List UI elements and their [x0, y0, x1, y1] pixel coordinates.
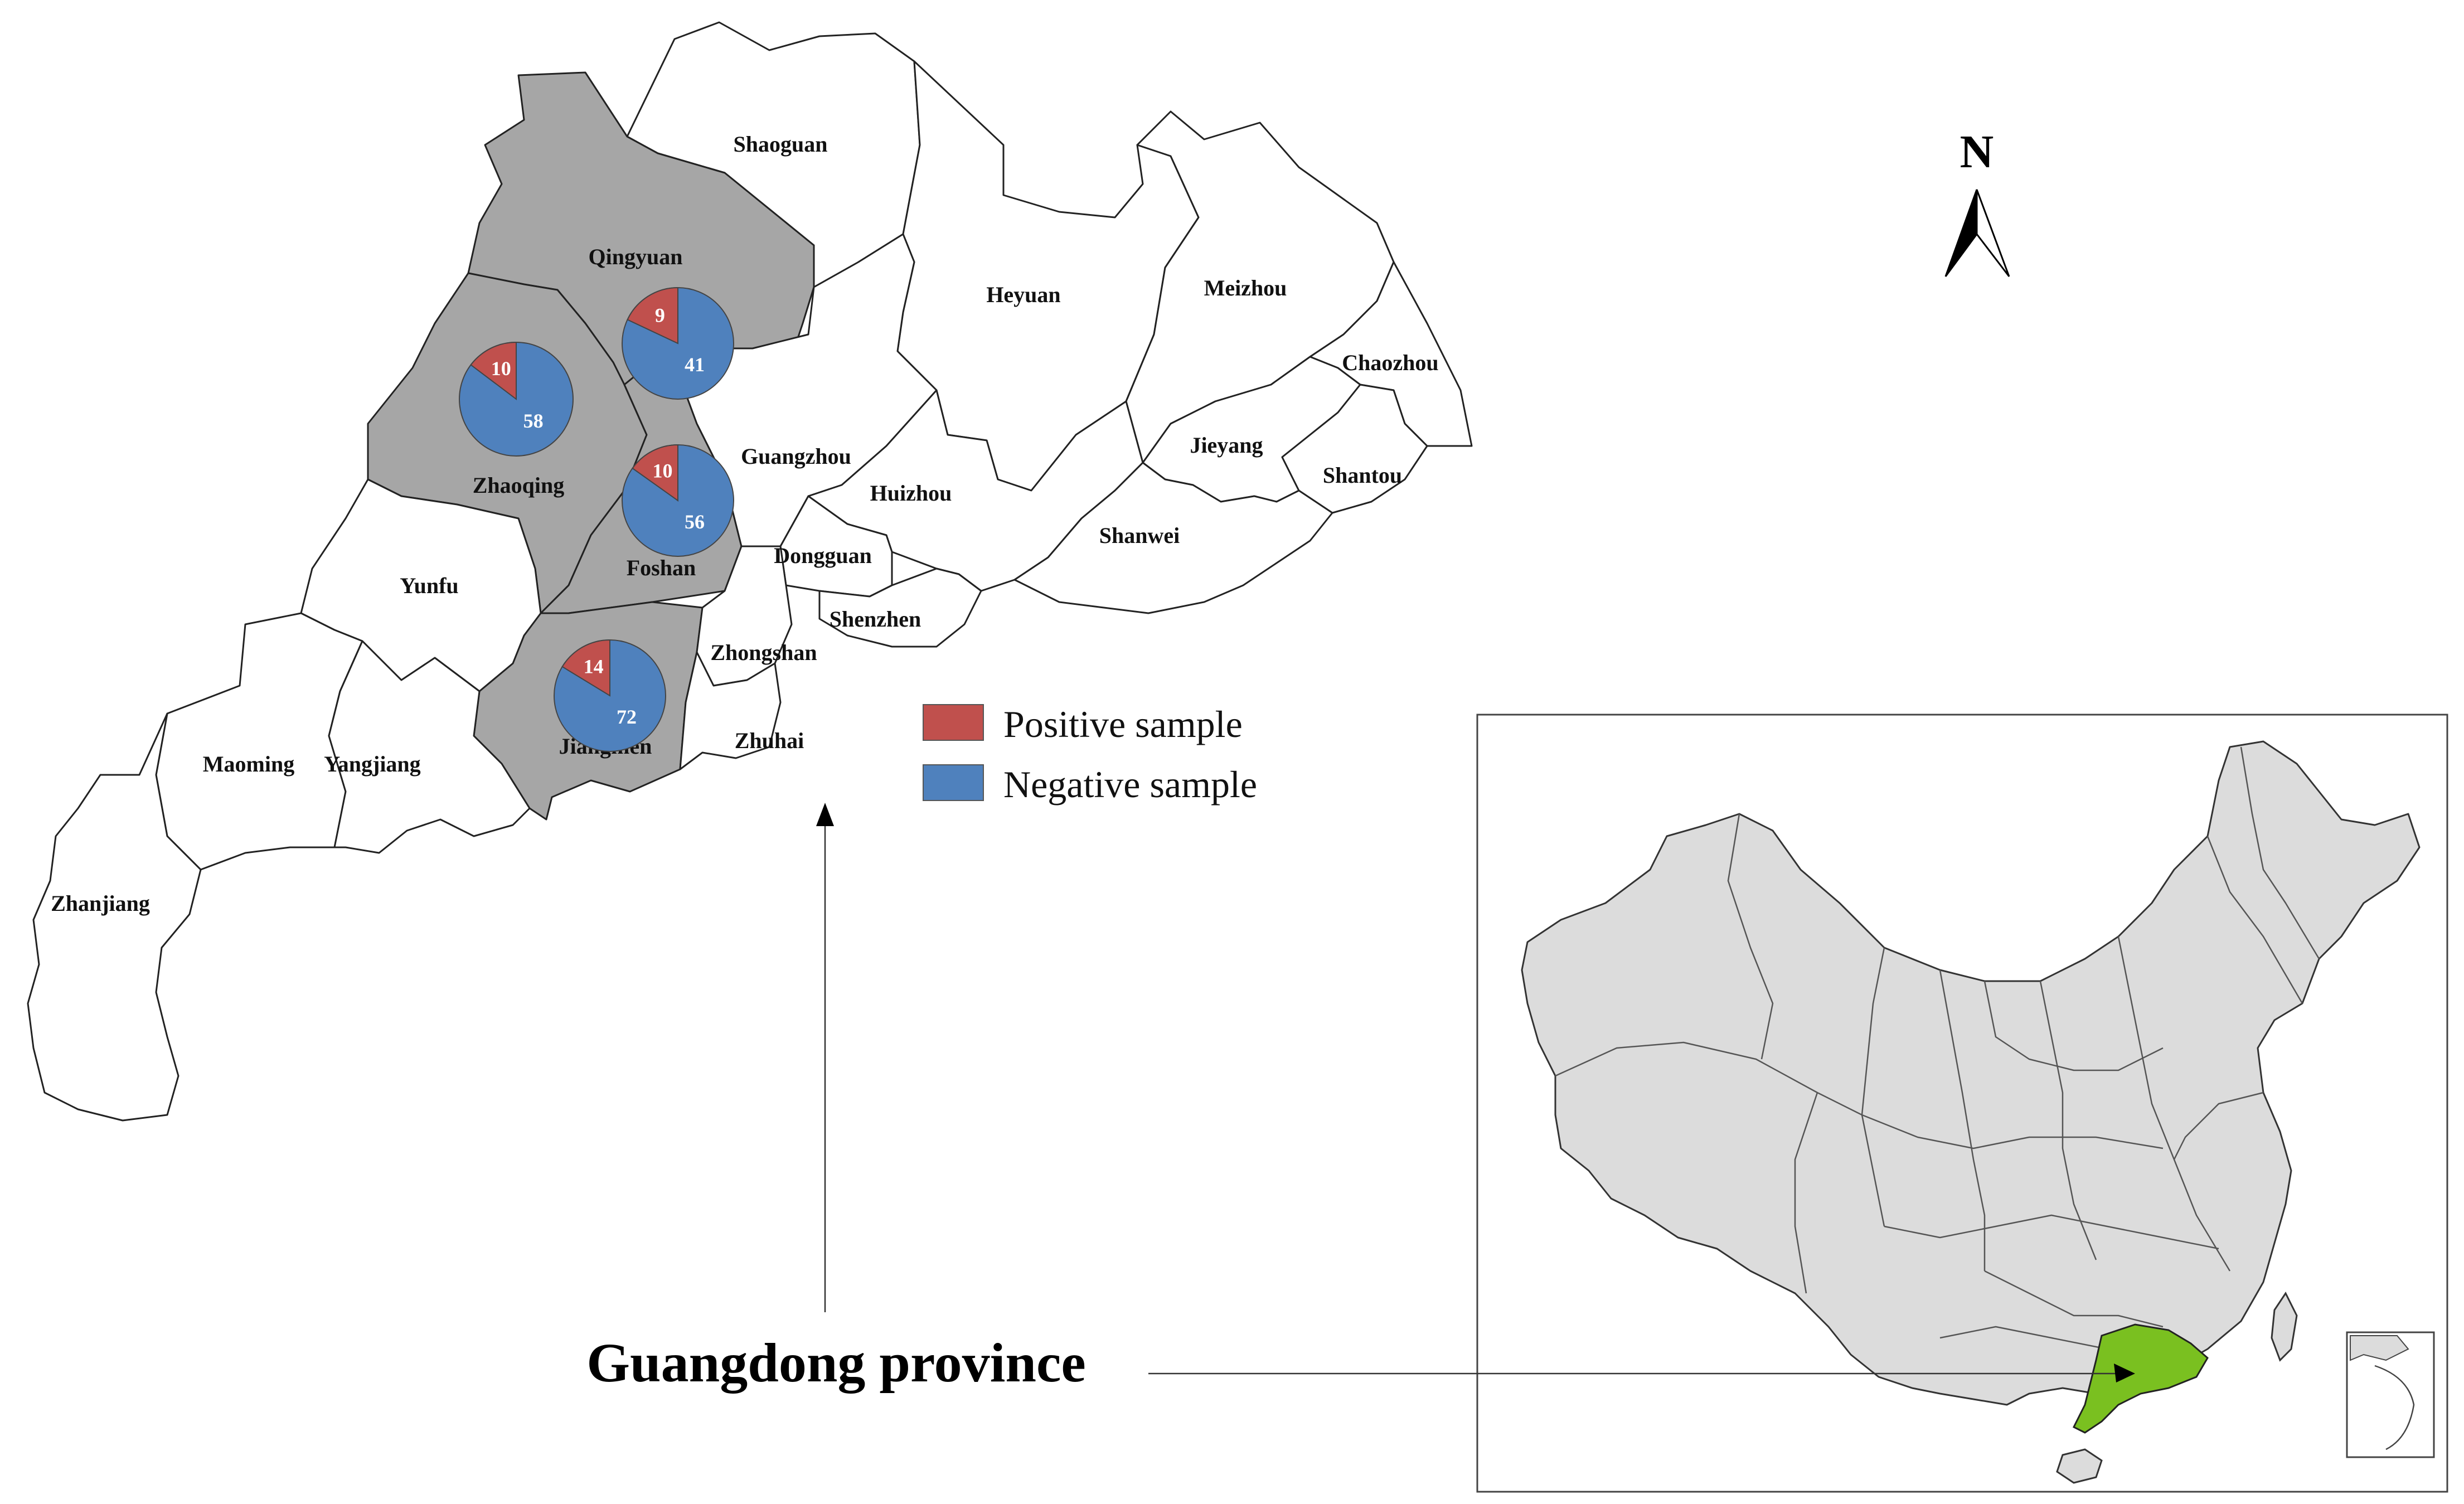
pie-label-positive: 14	[584, 656, 604, 678]
pie-label-negative: 56	[685, 511, 705, 533]
city-label-shaoguan: Shaoguan	[734, 132, 828, 157]
pie-label-negative: 72	[617, 706, 637, 728]
legend-swatch-positive	[923, 704, 984, 741]
sample-pie-charts: 9 41 10 58 10 56 14 72	[459, 287, 734, 752]
pie-slice-positive	[561, 639, 610, 697]
region-shenzhen	[818, 567, 982, 648]
pie-label-negative: 41	[685, 353, 705, 376]
city-label-heyuan: Heyuan	[986, 282, 1060, 307]
pie-slice-positive	[632, 444, 678, 502]
city-label-zhaoqing: Zhaoqing	[473, 473, 565, 498]
pie-label-positive: 10	[653, 460, 673, 482]
city-label-yangjiang: Yangjiang	[324, 751, 420, 777]
pie-zhaoqing: 10 58	[459, 341, 574, 457]
city-label-dongguan: Dongguan	[774, 543, 872, 568]
city-label-shantou: Shantou	[1323, 463, 1402, 488]
city-label-maoming: Maoming	[203, 751, 294, 777]
city-label-zhongshan: Zhongshan	[710, 640, 817, 665]
city-label-shanwei: Shanwei	[1099, 523, 1180, 548]
south-china-sea-inset	[2346, 1331, 2435, 1458]
map-title: Guangdong province	[586, 1332, 1086, 1394]
city-label-chaozhou: Chaozhou	[1342, 350, 1438, 375]
region-zhuhai	[679, 651, 782, 770]
city-label-qingyuan: Qingyuan	[589, 244, 683, 269]
china-inset-map	[1476, 714, 2448, 1493]
guangdong-city-regions	[27, 21, 1473, 1122]
region-shanwei	[1013, 462, 1333, 614]
pie-slice-positive	[470, 341, 517, 401]
pie-qingyuan: 9 41	[622, 287, 734, 400]
city-label-zhuhai: Zhuhai	[735, 728, 804, 753]
city-label-meizhou: Meizhou	[1204, 275, 1287, 300]
pie-label-positive: 10	[491, 357, 511, 380]
city-label-zhanjiang: Zhanjiang	[51, 891, 150, 916]
legend: Positive sample Negative sample	[923, 703, 1257, 806]
city-label-yunfu: Yunfu	[400, 573, 458, 598]
city-label-shenzhen: Shenzhen	[830, 607, 921, 632]
pie-label-negative: 58	[523, 410, 544, 432]
north-arrow-icon: N	[1944, 126, 2010, 277]
city-label-foshan: Foshan	[627, 555, 696, 580]
china-mainland-shape	[1521, 740, 2421, 1406]
inset-pointer-line	[1148, 1364, 2135, 1382]
pie-slice-positive	[627, 287, 678, 345]
city-labels: Shaoguan Qingyuan Heyuan Meizhou Chaozho…	[51, 132, 1439, 916]
pie-foshan: 10 56	[622, 444, 734, 557]
pie-jiangmen: 14 72	[554, 639, 666, 752]
north-label: N	[1960, 126, 1994, 178]
legend-label-positive: Positive sample	[1003, 703, 1243, 745]
city-label-jieyang: Jieyang	[1190, 433, 1263, 458]
region-dongguan	[779, 495, 893, 598]
pie-label-positive: 9	[655, 304, 665, 326]
region-zhanjiang	[27, 712, 202, 1122]
taiwan-island	[2271, 1292, 2298, 1362]
guangdong-highlight	[2072, 1323, 2209, 1434]
province-pointer-arrow	[816, 803, 834, 1312]
hainan-island	[2056, 1448, 2103, 1484]
legend-label-negative: Negative sample	[1003, 763, 1257, 806]
region-yangjiang	[328, 640, 531, 854]
province-boundaries	[1555, 746, 2320, 1350]
region-shantou	[1281, 384, 1428, 514]
legend-swatch-negative	[923, 764, 984, 801]
city-label-guangzhou: Guangzhou	[741, 444, 851, 469]
city-label-huizhou: Huizhou	[870, 481, 952, 506]
